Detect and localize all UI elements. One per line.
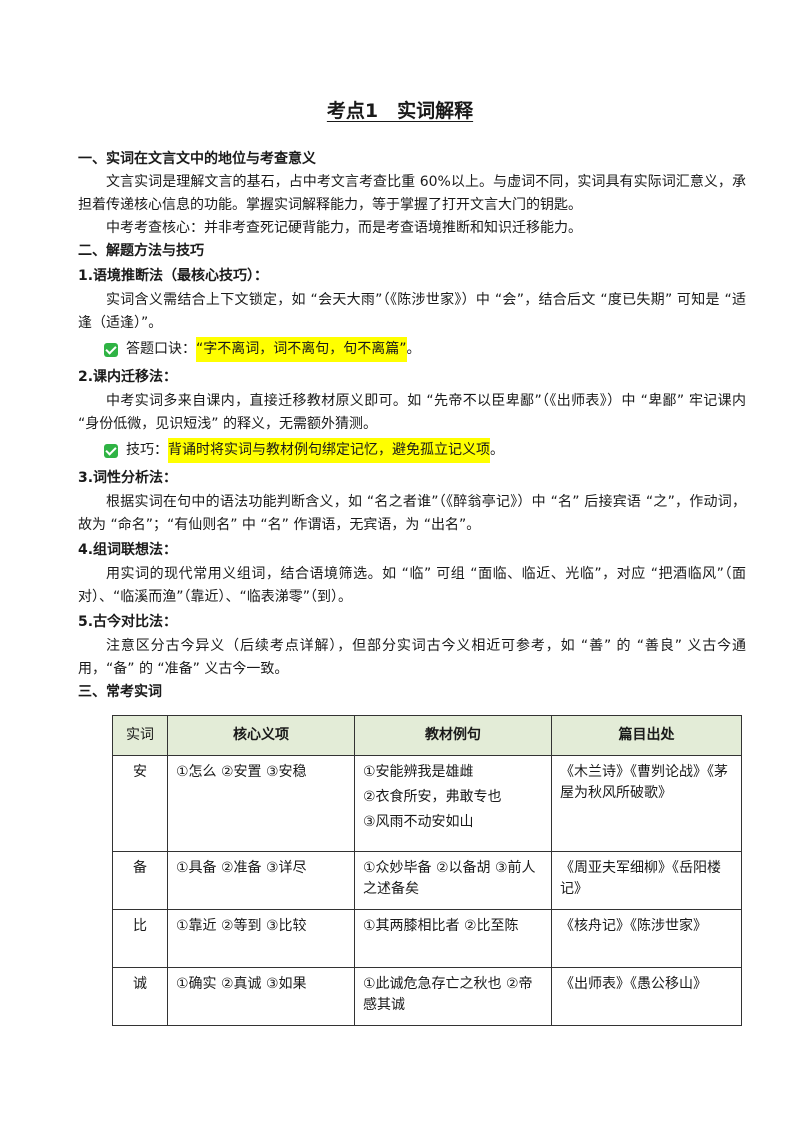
cell-meaning: ①怎么 ②安置 ③安稳 xyxy=(167,755,355,852)
cell-word: 诚 xyxy=(112,967,168,1026)
section-heading-2: 二、解题方法与技巧 xyxy=(78,243,204,259)
cell-meaning: ①确实 ②真诚 ③如果 xyxy=(167,967,355,1026)
cell-meaning: ①具备 ②准备 ③详尽 xyxy=(167,851,355,910)
cell-source: 《木兰诗》《曹刿论战》《茅屋为秋风所破歌》 xyxy=(551,755,742,852)
tip-end: 。 xyxy=(490,442,504,458)
paragraph: 实词含义需结合上下文锁定，如 “会天大雨”（《陈涉世家》）中 “会”，结合后文 … xyxy=(78,292,746,331)
checkbox-check-icon xyxy=(104,443,118,458)
paragraph: 注意区分古今异义（后续考点详解），但部分实词古今义相近可参考，如 “善” 的 “… xyxy=(78,638,746,677)
table-row: 诚 ①确实 ②真诚 ③如果 ①此诚危急存亡之秋也 ②帝感其诚 《出师表》《愚公移… xyxy=(112,967,742,1026)
cell-word: 安 xyxy=(112,755,168,852)
table-row: 比 ①靠近 ②等到 ③比较 ①其两膝相比者 ②比至陈 《核舟记》《陈涉世家》 xyxy=(112,909,742,968)
main-content: 一、实词在文言文中的地位与考查意义 文言实词是理解文言的基石，占中考文言考查比重… xyxy=(78,148,746,704)
cell-examples: ①其两膝相比者 ②比至陈 xyxy=(354,909,552,968)
cell-source: 《出师表》《愚公移山》 xyxy=(551,967,742,1026)
example-sentence: ①安能辨我是雄雌 xyxy=(363,764,474,780)
word-table: 实词 核心义项 教材例句 篇目出处 安 ①怎么 ②安置 ③安稳 ①安能辨我是雄雌… xyxy=(112,715,742,1026)
paragraph: 用实词的现代常用义组词，结合语境筛选。如 “临” 可组 “面临、临近、光临”，对… xyxy=(78,566,746,605)
method-heading: 5.古今对比法： xyxy=(78,614,178,630)
example-sentence: ①众妙毕备 ②以备胡 ③前人之述备矣 xyxy=(363,860,536,897)
table-row: 安 ①怎么 ②安置 ③安稳 ①安能辨我是雄雌 ②衣食所安，弗敢专也 ③风雨不动安… xyxy=(112,755,742,852)
paragraph: 中考实词多来自课内，直接迁移教材原义即可。如 “先帝不以臣卑鄙”（《出师表》）中… xyxy=(78,393,746,432)
table-row: 备 ①具备 ②准备 ③详尽 ①众妙毕备 ②以备胡 ③前人之述备矣 《周亚夫军细柳… xyxy=(112,851,742,910)
tip-line: 技巧： 背诵时将实词与教材例句绑定记忆，避免孤立记义项 。 xyxy=(104,438,746,463)
tip-end: 。 xyxy=(406,341,421,357)
cell-examples: ①安能辨我是雄雌 ②衣食所安，弗敢专也 ③风雨不动安如山 xyxy=(354,755,552,852)
highlighted-text: “字不离词，词不离句，句不离篇” xyxy=(196,337,407,362)
cell-examples: ①此诚危急存亡之秋也 ②帝感其诚 xyxy=(354,967,552,1026)
example-sentence: ③风雨不动安如山 xyxy=(363,814,474,830)
paragraph: 文言实词是理解文言的基石，占中考文言考查比重 60%以上。与虚词不同，实词具有实… xyxy=(78,174,746,213)
cell-word: 比 xyxy=(112,909,168,968)
section-heading-1: 一、实词在文言文中的地位与考查意义 xyxy=(78,151,316,167)
example-sentence: ②衣食所安，弗敢专也 xyxy=(363,789,502,805)
highlighted-text: 背诵时将实词与教材例句绑定记忆，避免孤立记义项 xyxy=(168,438,490,463)
method-heading: 2.课内迁移法： xyxy=(78,369,178,385)
cell-source: 《周亚夫军细柳》《岳阳楼记》 xyxy=(551,851,742,910)
cell-examples: ①众妙毕备 ②以备胡 ③前人之述备矣 xyxy=(354,851,552,910)
section-heading-3: 三、常考实词 xyxy=(78,684,162,700)
method-heading: 1.语境推断法（最核心技巧）： xyxy=(78,268,269,284)
example-sentence: ①此诚危急存亡之秋也 ②帝感其诚 xyxy=(363,976,533,1013)
column-header: 篇目出处 xyxy=(551,715,742,756)
checkbox-check-icon xyxy=(104,342,118,357)
cell-source: 《核舟记》《陈涉世家》 xyxy=(551,909,742,968)
method-heading: 3.词性分析法： xyxy=(78,470,178,486)
column-header: 核心义项 xyxy=(167,715,355,756)
table-header-row: 实词 核心义项 教材例句 篇目出处 xyxy=(112,715,742,756)
column-header: 实词 xyxy=(112,715,168,756)
tip-line: 答题口诀： “字不离词，词不离句，句不离篇” 。 xyxy=(104,337,746,362)
paragraph: 中考考查核心：并非考查死记硬背能力，而是考查语境推断和知识迁移能力。 xyxy=(106,220,582,236)
page-title: 考点1 实词解释 xyxy=(326,100,474,122)
tip-label: 答题口诀： xyxy=(126,341,196,357)
method-heading: 4.组词联想法： xyxy=(78,542,178,558)
cell-word: 备 xyxy=(112,851,168,910)
paragraph: 根据实词在句中的语法功能判断含义，如 “名之者谁”（《醉翁亭记》）中 “名” 后… xyxy=(78,494,746,533)
tip-label: 技巧： xyxy=(126,442,168,458)
column-header: 教材例句 xyxy=(354,715,552,756)
example-sentence: ①其两膝相比者 ②比至陈 xyxy=(363,918,519,934)
cell-meaning: ①靠近 ②等到 ③比较 xyxy=(167,909,355,968)
